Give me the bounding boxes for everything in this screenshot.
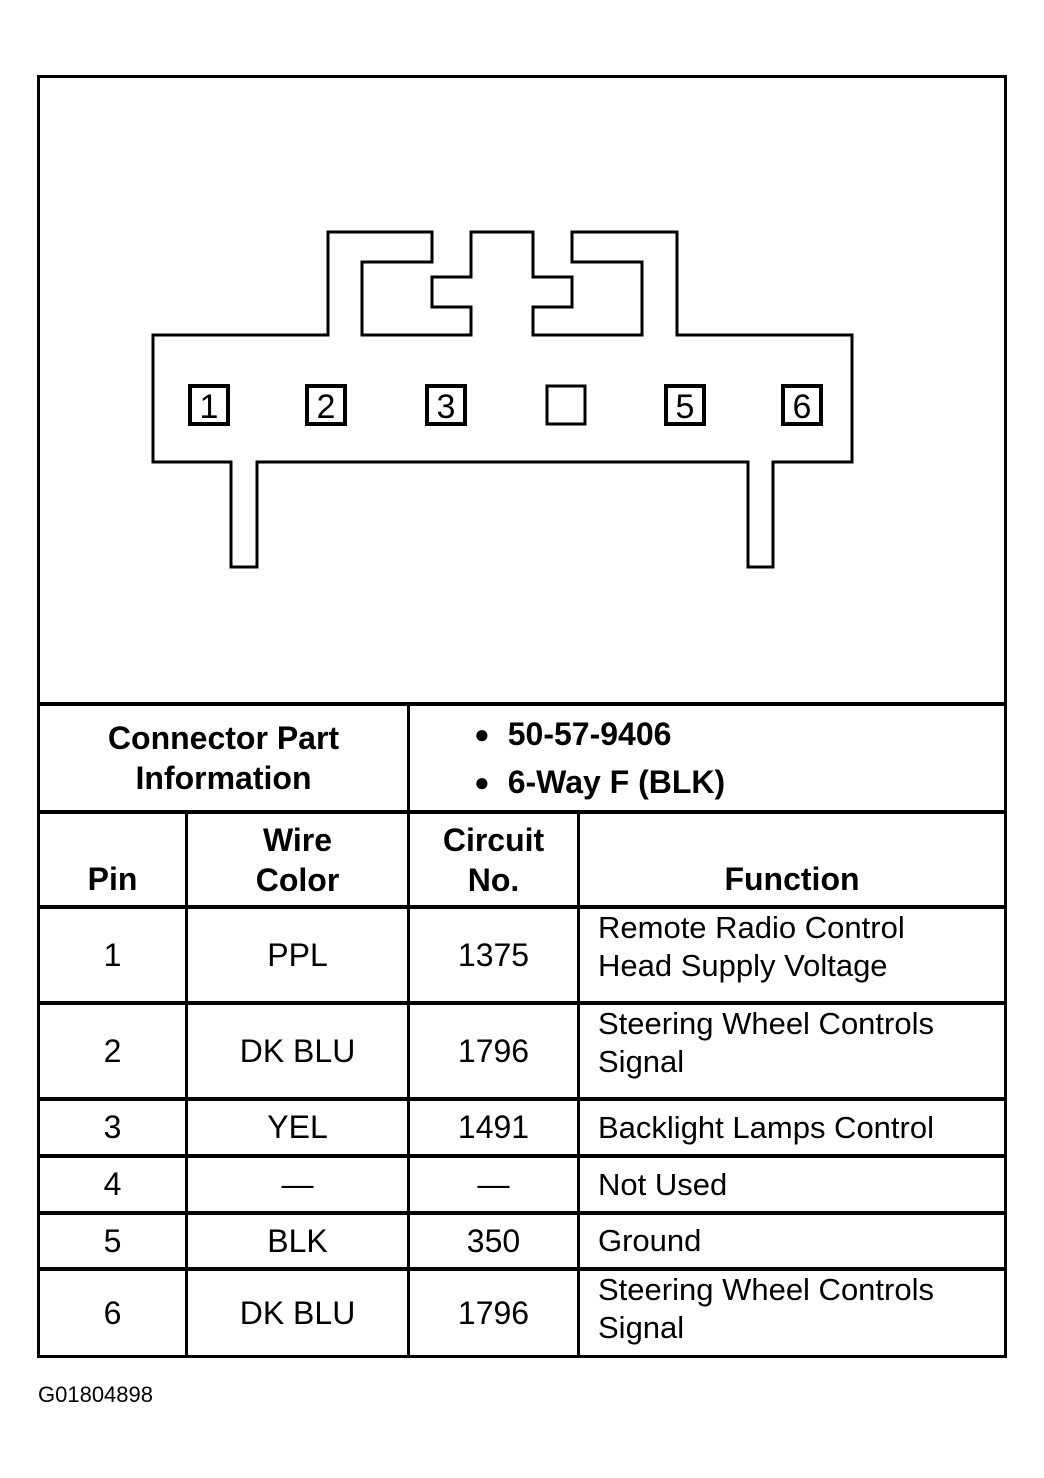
- function-cell: Not Used: [580, 1158, 1004, 1211]
- header-circuit-line1: Circuit: [442, 821, 545, 858]
- diagram-frame: [37, 75, 1007, 1358]
- figure-code: G01804898: [38, 1382, 153, 1407]
- pin-cell: 1: [40, 909, 185, 1001]
- table-divider: [37, 1154, 1007, 1158]
- function-cell: Ground: [580, 1215, 1004, 1267]
- table-divider: [37, 1267, 1007, 1271]
- table-divider: [37, 1211, 1007, 1215]
- connector-type: 6-Way F (BLK): [507, 764, 726, 800]
- pin-cavity-6: [781, 384, 823, 426]
- pin-value: 4: [103, 1166, 122, 1202]
- pin-number-label: 2: [317, 388, 336, 426]
- header-wire-line1: Wire: [262, 821, 333, 858]
- column-divider: [407, 702, 410, 1358]
- header-pin: Pin: [40, 814, 185, 905]
- wire-cell: YEL: [188, 1101, 407, 1154]
- header-circuit-line2: No.: [467, 861, 520, 898]
- function-line1: Ground: [598, 1223, 702, 1258]
- table-divider: [37, 905, 1007, 909]
- circuit-cell: 1375: [410, 909, 577, 1001]
- function-line2: Head Supply Voltage: [598, 948, 888, 983]
- wire-cell: DK BLU: [188, 1005, 407, 1097]
- part-info-label-line2: Information: [135, 760, 312, 796]
- pin-cavity-5: [664, 384, 706, 426]
- pin-cell: 6: [40, 1271, 185, 1355]
- function-cell: Remote Radio Control Head Supply Voltage: [580, 909, 1004, 1001]
- pin-cell: 5: [40, 1215, 185, 1267]
- function-line1: Backlight Lamps Control: [598, 1109, 934, 1145]
- pin-cavity-1: [188, 384, 230, 426]
- function-cell: Steering Wheel Controls Signal: [580, 1271, 1004, 1355]
- function-line1: Steering Wheel Controls: [598, 1006, 934, 1041]
- column-divider: [577, 810, 580, 1358]
- circuit-cell: —: [410, 1158, 577, 1211]
- pin-number-label: 1: [200, 388, 219, 426]
- pin-number-label: 6: [793, 388, 812, 426]
- function-line1: Remote Radio Control: [598, 910, 905, 945]
- table-divider: [37, 810, 1007, 814]
- function-line2: Signal: [598, 1310, 685, 1345]
- table-divider: [37, 1001, 1007, 1005]
- connector-outline: [151, 230, 854, 569]
- wire-cell: DK BLU: [188, 1271, 407, 1355]
- pin-number-label: 3: [437, 388, 456, 426]
- pin-cavity-3: [425, 384, 467, 426]
- circuit-value: 1796: [457, 1294, 530, 1331]
- column-divider: [185, 810, 188, 1358]
- wire-value: PPL: [267, 936, 328, 973]
- table-divider: [37, 1097, 1007, 1101]
- pin-cavity-2: [305, 384, 347, 426]
- circuit-value: 1375: [457, 936, 530, 973]
- pin-value: 2: [103, 1032, 122, 1069]
- part-number: 50-57-9406: [507, 716, 672, 752]
- pin-value: 6: [103, 1294, 122, 1331]
- connector-diagram: 1 2 3 5 6: [151, 230, 854, 569]
- wire-value: DK BLU: [239, 1294, 356, 1331]
- function-line1: Steering Wheel Controls: [598, 1272, 934, 1307]
- wire-value: —: [281, 1166, 314, 1202]
- function-line2: Signal: [598, 1044, 685, 1079]
- part-info-label: Connector Part Information: [40, 706, 407, 810]
- circuit-value: 1491: [457, 1109, 530, 1145]
- function-line1: Not Used: [598, 1166, 728, 1202]
- circuit-value: 1796: [457, 1032, 530, 1069]
- bullet-icon: ●: [474, 767, 490, 797]
- pin-cavity-4: [545, 384, 587, 426]
- wire-value: BLK: [267, 1222, 328, 1259]
- bullet-icon: ●: [474, 719, 490, 749]
- part-number-item: ● 50-57-9406: [474, 710, 671, 758]
- wire-cell: —: [188, 1158, 407, 1211]
- circuit-cell: 1491: [410, 1101, 577, 1154]
- pin-value: 1: [103, 936, 122, 973]
- circuit-cell: 350: [410, 1215, 577, 1267]
- part-info-values: ● 50-57-9406 ● 6-Way F (BLK): [410, 706, 1004, 810]
- circuit-value: 350: [466, 1222, 521, 1259]
- wire-value: DK BLU: [239, 1032, 356, 1069]
- pin-cell: 4: [40, 1158, 185, 1211]
- header-wire-line2: Color: [255, 861, 340, 898]
- header-wire-color: Wire Color: [188, 814, 407, 905]
- header-function: Function: [580, 814, 1004, 905]
- pin-value: 3: [103, 1109, 122, 1145]
- function-cell: Backlight Lamps Control: [580, 1101, 1004, 1154]
- circuit-cell: 1796: [410, 1005, 577, 1097]
- header-circuit: Circuit No.: [410, 814, 577, 905]
- connector-type-item: ● 6-Way F (BLK): [474, 758, 725, 806]
- pin-number-label: 5: [676, 388, 695, 426]
- part-info-label-line1: Connector Part: [107, 720, 340, 756]
- header-function-text: Function: [724, 861, 860, 897]
- pin-cell: 2: [40, 1005, 185, 1097]
- wire-cell: PPL: [188, 909, 407, 1001]
- pin-value: 5: [103, 1222, 122, 1259]
- pin-cell: 3: [40, 1101, 185, 1154]
- circuit-cell: 1796: [410, 1271, 577, 1355]
- wire-value: YEL: [267, 1109, 328, 1145]
- header-pin-text: Pin: [87, 861, 138, 897]
- circuit-value: —: [477, 1166, 510, 1202]
- wire-cell: BLK: [188, 1215, 407, 1267]
- function-cell: Steering Wheel Controls Signal: [580, 1005, 1004, 1097]
- table-divider: [37, 702, 1007, 706]
